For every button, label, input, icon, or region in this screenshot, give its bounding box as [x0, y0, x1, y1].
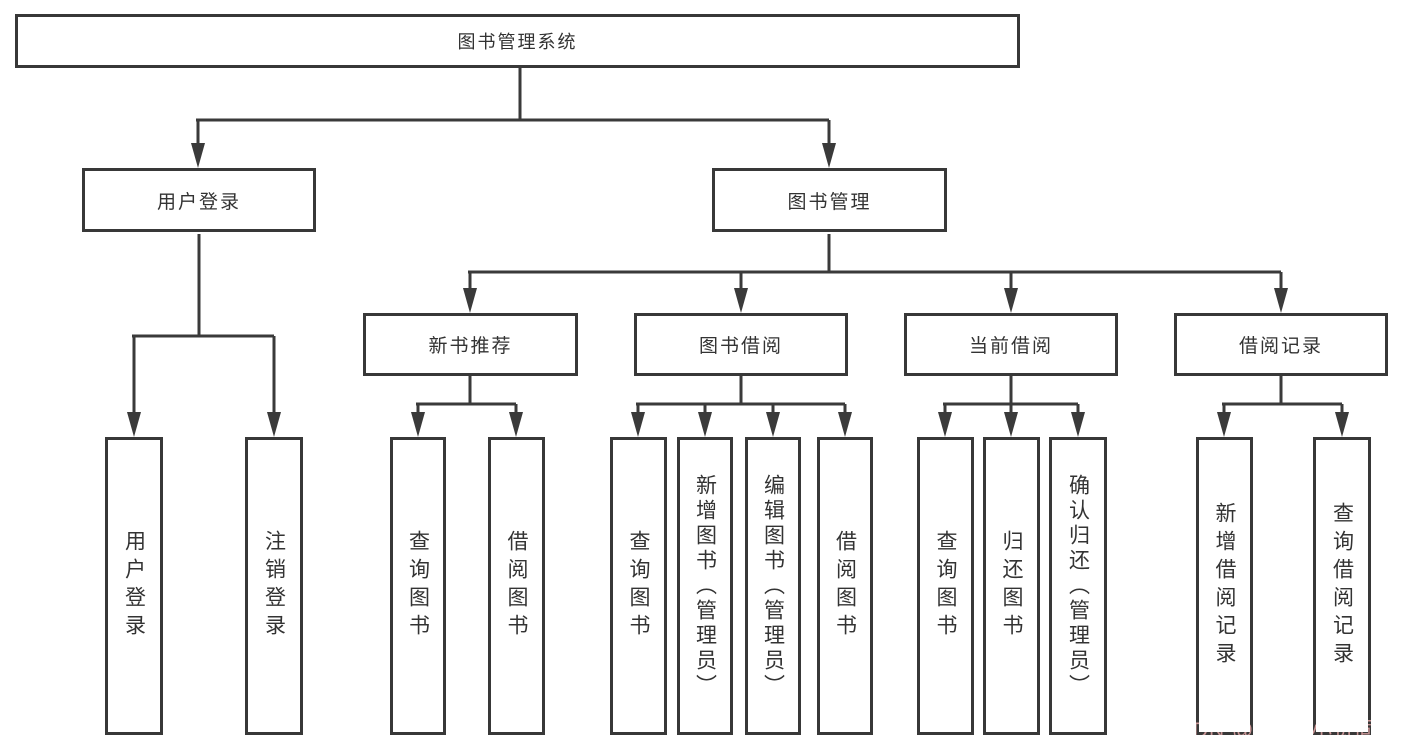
- leaf-return-books: 归还图书: [983, 437, 1040, 735]
- node-borrowing-records: 借阅记录: [1174, 313, 1388, 376]
- node-new-book-recommend: 新书推荐: [363, 313, 578, 376]
- leaf-query-books-2: 查询图书: [610, 437, 667, 735]
- node-root-system: 图书管理系统: [15, 14, 1020, 68]
- leaf-borrow-books-1: 借阅图书: [488, 437, 545, 735]
- leaf-user-login: 用户登录: [105, 437, 163, 735]
- leaf-query-books-3: 查询图书: [917, 437, 974, 735]
- leaf-add-books-admin: 新增图书（管理员）: [677, 437, 733, 735]
- node-user-login: 用户登录: [82, 168, 316, 232]
- leaf-logout: 注销登录: [245, 437, 303, 735]
- node-book-management: 图书管理: [712, 168, 947, 232]
- csdn-watermark: CSDN @软件_小贺同学: [1161, 719, 1399, 742]
- leaf-query-books-1: 查询图书: [390, 437, 446, 735]
- leaf-query-borrow-record: 查询借阅记录: [1313, 437, 1371, 735]
- leaf-edit-books-admin: 编辑图书（管理员）: [745, 437, 801, 735]
- node-current-borrowing: 当前借阅: [904, 313, 1118, 376]
- leaf-borrow-books-2: 借阅图书: [817, 437, 873, 735]
- leaf-confirm-return-admin: 确认归还（管理员）: [1049, 437, 1107, 735]
- node-book-borrowing: 图书借阅: [634, 313, 848, 376]
- leaf-add-borrow-record: 新增借阅记录: [1196, 437, 1253, 735]
